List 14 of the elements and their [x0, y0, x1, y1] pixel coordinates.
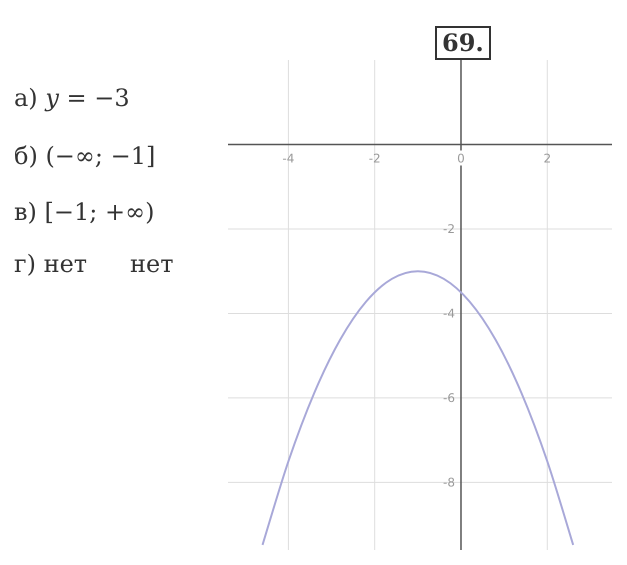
problem-number-box: 69. [435, 26, 491, 60]
answer-text: в) [−1; +∞) [14, 198, 154, 226]
tick-label: -6 [443, 390, 455, 405]
tick-label: -4 [443, 306, 455, 320]
tick-label: -8 [443, 475, 455, 490]
tick-label: -4 [282, 151, 294, 166]
tick-label: 2 [543, 151, 552, 166]
tick-label: 0 [457, 151, 465, 166]
tick-label: -2 [443, 222, 455, 236]
answer-text: а) y = −3 [14, 84, 130, 112]
answer-text: нет [130, 250, 174, 278]
tick-label: -2 [368, 151, 381, 166]
answer-text: б) (−∞; −1] [14, 142, 156, 170]
answer-text: г) нет [14, 250, 88, 278]
